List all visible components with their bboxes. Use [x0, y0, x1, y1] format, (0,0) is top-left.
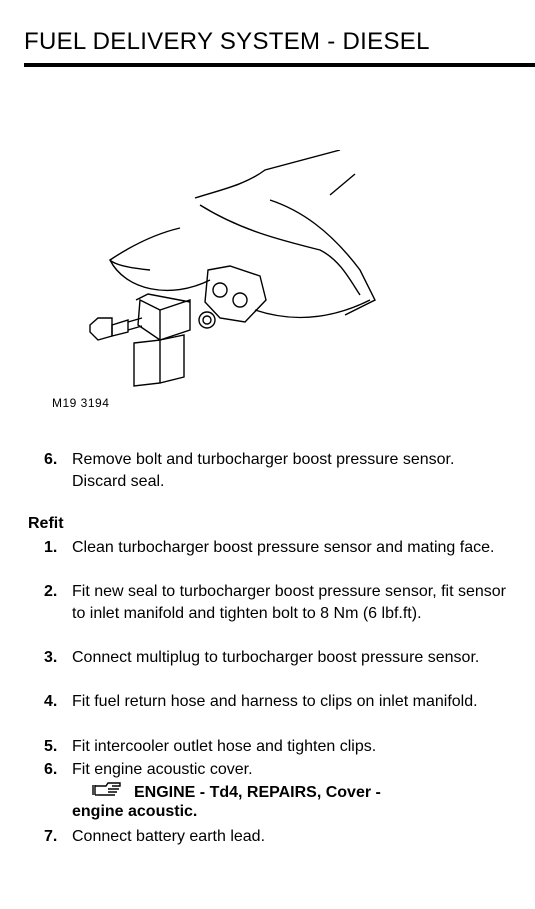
- pointing-hand-icon: [92, 781, 134, 802]
- step-text: Fit engine acoustic cover.: [72, 761, 253, 778]
- step-number: 6.: [44, 761, 58, 778]
- refit-heading: Refit: [28, 515, 64, 532]
- cross-reference-line1: ENGINE - Td4, REPAIRS, Cover -: [134, 784, 381, 801]
- sensor-illustration: [89, 150, 376, 387]
- figure-reference: M19 3194: [52, 396, 110, 410]
- step-number: 5.: [44, 738, 58, 755]
- page-title: FUEL DELIVERY SYSTEM - DIESEL: [24, 28, 430, 55]
- cross-reference[interactable]: ENGINE - Td4, REPAIRS, Cover -: [92, 781, 381, 802]
- step-number: 3.: [44, 649, 58, 666]
- step-text: Connect battery earth lead.: [72, 828, 266, 845]
- step-text: Fit new seal to turbocharger boost press…: [72, 583, 506, 622]
- step-text: Remove bolt and turbocharger boost press…: [72, 451, 455, 490]
- step-number: 7.: [44, 828, 58, 845]
- step-text: Clean turbocharger boost pressure sensor…: [72, 539, 495, 556]
- header-divider: [24, 63, 535, 67]
- step-number: 4.: [44, 693, 58, 710]
- step-number: 2.: [44, 583, 58, 600]
- step-text: Fit intercooler outlet hose and tighten …: [72, 738, 377, 755]
- step-text: Connect multiplug to turbocharger boost …: [72, 649, 480, 666]
- step-number: 6.: [44, 451, 58, 468]
- step-number: 1.: [44, 539, 58, 556]
- step-text: Fit fuel return hose and harness to clip…: [72, 693, 478, 710]
- cross-reference-line2: engine acoustic.: [72, 803, 198, 820]
